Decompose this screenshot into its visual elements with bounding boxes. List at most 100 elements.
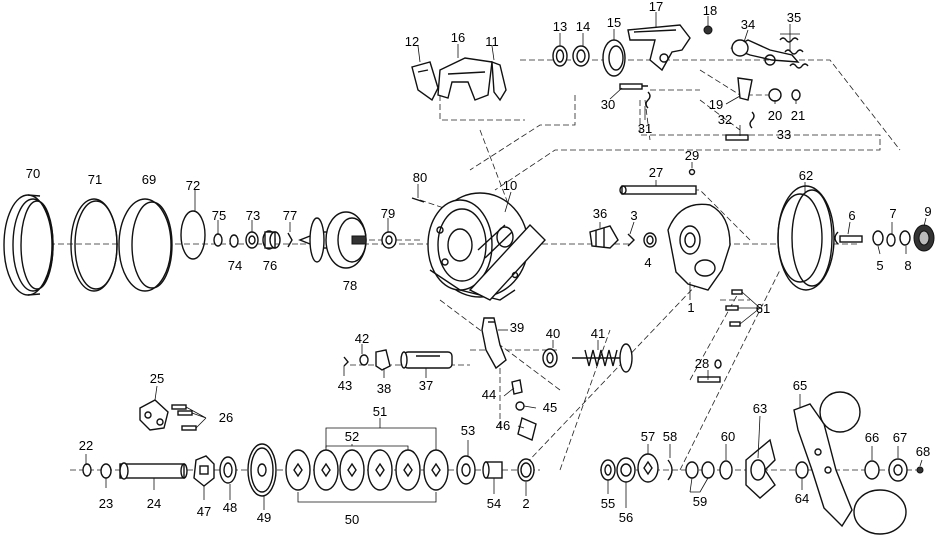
label-50: 50 bbox=[345, 512, 359, 527]
label-26: 26 bbox=[219, 410, 233, 425]
label-73: 73 bbox=[246, 208, 260, 223]
pin-80 bbox=[411, 184, 425, 203]
label-78: 78 bbox=[343, 278, 357, 293]
label-67: 67 bbox=[893, 430, 907, 445]
label-29: 29 bbox=[685, 148, 699, 163]
label-37: 37 bbox=[419, 378, 433, 393]
label-34: 34 bbox=[741, 17, 755, 32]
right-side-parts bbox=[589, 168, 935, 291]
label-39: 39 bbox=[510, 320, 524, 335]
label-48: 48 bbox=[223, 500, 237, 515]
ring-72 bbox=[180, 210, 206, 260]
label-62: 62 bbox=[799, 168, 813, 183]
label-60: 60 bbox=[721, 429, 735, 444]
label-27: 27 bbox=[649, 165, 663, 180]
label-9: 9 bbox=[924, 204, 931, 219]
bearing-79 bbox=[381, 231, 397, 249]
label-70: 70 bbox=[26, 166, 40, 181]
frame-10 bbox=[427, 192, 546, 301]
label-72: 72 bbox=[186, 178, 200, 193]
ring-71 bbox=[70, 198, 118, 292]
label-61: 61 bbox=[756, 301, 770, 316]
label-35: 35 bbox=[787, 10, 801, 25]
label-4: 4 bbox=[644, 255, 651, 270]
label-46: 46 bbox=[496, 418, 510, 433]
label-13: 13 bbox=[553, 19, 567, 34]
label-41: 41 bbox=[591, 326, 605, 341]
label-53: 53 bbox=[461, 423, 475, 438]
label-33: 33 bbox=[777, 127, 791, 142]
label-64: 64 bbox=[795, 491, 809, 506]
small-parts-73-77 bbox=[213, 230, 293, 250]
label-28: 28 bbox=[695, 356, 709, 371]
label-66: 66 bbox=[865, 430, 879, 445]
label-8: 8 bbox=[904, 258, 911, 273]
label-68: 68 bbox=[916, 444, 930, 459]
label-56: 56 bbox=[619, 510, 633, 525]
label-32: 32 bbox=[718, 112, 732, 127]
spool-78 bbox=[298, 211, 367, 269]
label-69: 69 bbox=[142, 172, 156, 187]
top-parts-13-18 bbox=[552, 24, 713, 77]
label-77: 77 bbox=[283, 208, 297, 223]
label-25: 25 bbox=[150, 371, 164, 386]
label-18: 18 bbox=[703, 3, 717, 18]
screws-61-28-29 bbox=[697, 289, 743, 383]
label-19: 19 bbox=[709, 97, 723, 112]
label-3: 3 bbox=[630, 208, 637, 223]
label-1: 1 bbox=[687, 300, 694, 315]
drag-gear-stack bbox=[193, 443, 535, 497]
label-31: 31 bbox=[638, 121, 652, 136]
label-75: 75 bbox=[212, 208, 226, 223]
label-59: 59 bbox=[693, 494, 707, 509]
label-22: 22 bbox=[79, 438, 93, 453]
leader-lines bbox=[85, 12, 927, 510]
label-15: 15 bbox=[607, 15, 621, 30]
label-23: 23 bbox=[99, 496, 113, 511]
label-7: 7 bbox=[889, 206, 896, 221]
label-65: 65 bbox=[793, 378, 807, 393]
label-24: 24 bbox=[147, 496, 161, 511]
label-30: 30 bbox=[601, 97, 615, 112]
label-57: 57 bbox=[641, 429, 655, 444]
label-45: 45 bbox=[543, 400, 557, 415]
label-2: 2 bbox=[522, 496, 529, 511]
side-cover-70 bbox=[3, 194, 54, 296]
part-number-labels: 70 71 69 72 75 74 73 76 77 78 79 80 10 1… bbox=[26, 0, 932, 527]
middle-drive-parts bbox=[343, 317, 633, 441]
label-14: 14 bbox=[576, 19, 590, 34]
label-40: 40 bbox=[546, 326, 560, 341]
label-20: 20 bbox=[768, 108, 782, 123]
label-49: 49 bbox=[257, 510, 271, 525]
label-47: 47 bbox=[197, 504, 211, 519]
label-21: 21 bbox=[791, 108, 805, 123]
level-wind-cover-parts bbox=[411, 57, 507, 102]
label-74: 74 bbox=[228, 258, 242, 273]
label-58: 58 bbox=[663, 429, 677, 444]
label-63: 63 bbox=[753, 401, 767, 416]
label-5: 5 bbox=[876, 258, 883, 273]
label-11: 11 bbox=[485, 34, 499, 49]
label-55: 55 bbox=[601, 496, 615, 511]
label-12: 12 bbox=[405, 34, 419, 49]
label-44: 44 bbox=[482, 387, 496, 402]
label-42: 42 bbox=[355, 331, 369, 346]
label-71: 71 bbox=[88, 172, 102, 187]
top-right-parts bbox=[619, 37, 809, 141]
label-6: 6 bbox=[848, 208, 855, 223]
label-52: 52 bbox=[345, 429, 359, 444]
label-10: 10 bbox=[503, 178, 517, 193]
label-36: 36 bbox=[593, 206, 607, 221]
label-80: 80 bbox=[413, 170, 427, 185]
label-17: 17 bbox=[649, 0, 663, 14]
label-38: 38 bbox=[377, 381, 391, 396]
label-54: 54 bbox=[487, 496, 501, 511]
cover-69 bbox=[118, 198, 173, 292]
label-51: 51 bbox=[373, 404, 387, 419]
label-16: 16 bbox=[451, 30, 465, 45]
label-79: 79 bbox=[381, 206, 395, 221]
label-76: 76 bbox=[263, 258, 277, 273]
pinion-assembly-parts bbox=[82, 399, 197, 480]
label-43: 43 bbox=[338, 378, 352, 393]
